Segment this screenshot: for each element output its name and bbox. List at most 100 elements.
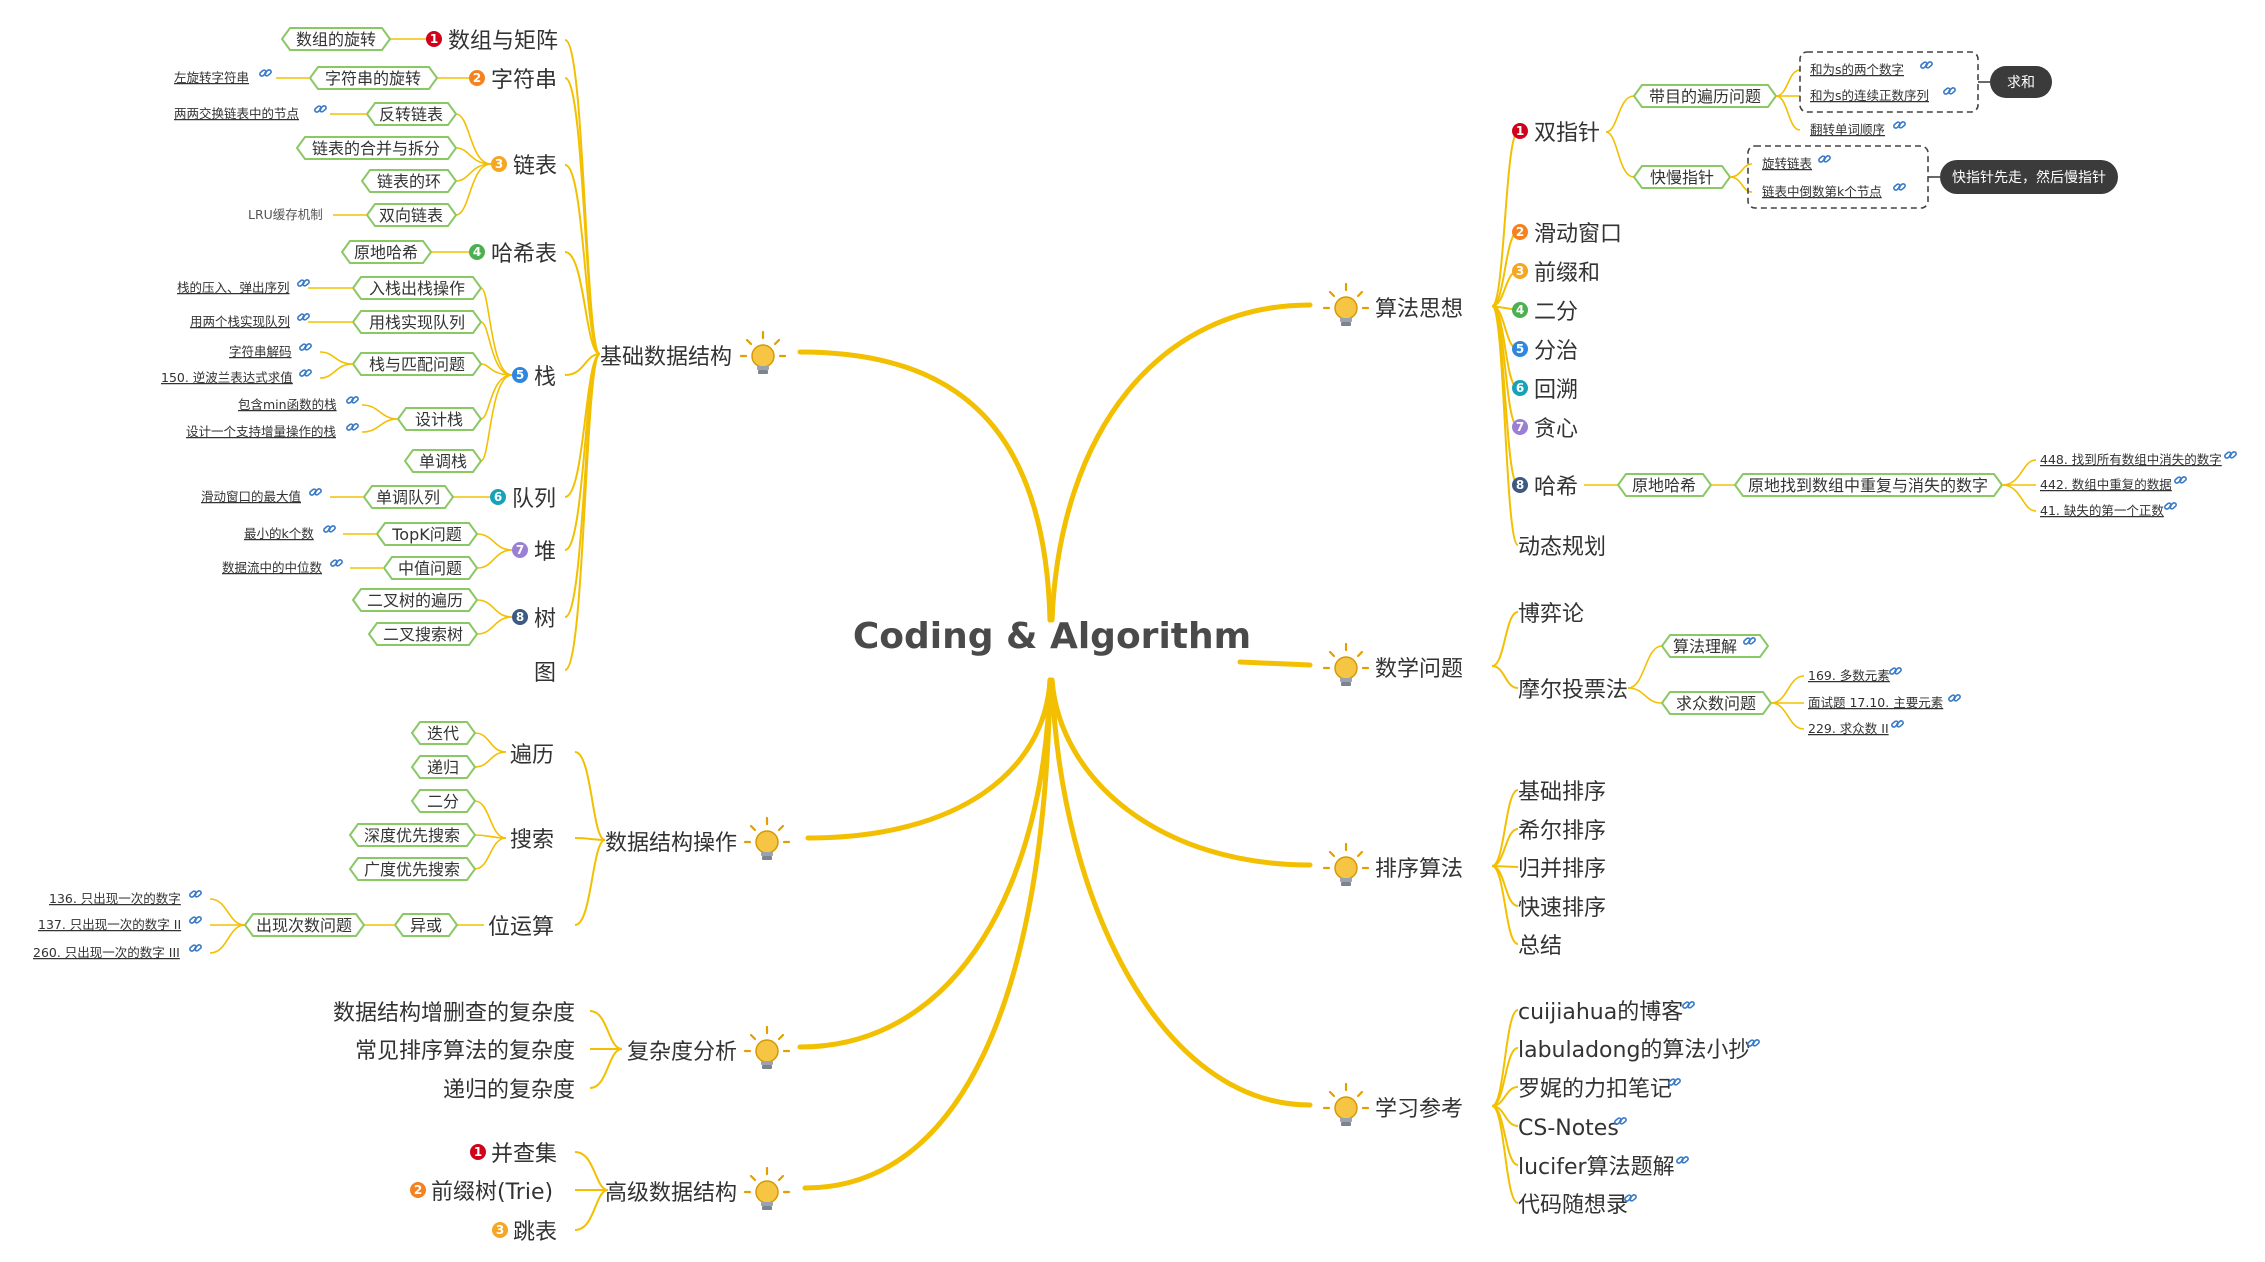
- leaf-link[interactable]: 数据流中的中位数: [222, 560, 323, 575]
- leaf-link[interactable]: 442. 数组中重复的数据: [2040, 477, 2172, 492]
- complexity-recursion[interactable]: 递归的复杂度: [443, 1078, 575, 1103]
- box-median[interactable]: 中值问题: [382, 556, 479, 580]
- ref-leetcode-notes[interactable]: 罗娓的力扣笔记: [1518, 1077, 1672, 1102]
- box-xor[interactable]: 异或: [393, 913, 459, 937]
- ref-code-thoughts[interactable]: 代码随想录: [1518, 1193, 1628, 1218]
- box-inplace-hash[interactable]: 原地哈希: [340, 240, 433, 264]
- box-find-dup-missing[interactable]: 原地找到数组中重复与消失的数字: [1733, 473, 2004, 497]
- leaf-link[interactable]: 翻转单词顺序: [1810, 122, 1885, 137]
- group-graph[interactable]: 图: [534, 661, 556, 686]
- box-push-pop[interactable]: 入栈出栈操作: [351, 276, 483, 300]
- box-mono-stack[interactable]: 单调栈: [403, 449, 483, 473]
- leaf-link[interactable]: 最小的k个数: [244, 526, 314, 541]
- group-search[interactable]: 搜索: [510, 828, 554, 853]
- two-pointer[interactable]: 双指针: [1534, 121, 1600, 146]
- box-doubly-list[interactable]: 双向链表: [365, 203, 458, 227]
- leaf-link[interactable]: 栈的压入、弹出序列: [177, 280, 290, 295]
- box-count-problem[interactable]: 出现次数问题: [243, 913, 366, 937]
- leaf-link[interactable]: 169. 多数元素: [1808, 668, 1890, 683]
- leaf-link[interactable]: 137. 只出现一次的数字 II: [38, 917, 181, 932]
- dynamic-programming[interactable]: 动态规划: [1518, 535, 1606, 560]
- box-binary[interactable]: 二分: [410, 789, 477, 813]
- leaf-link[interactable]: 包含min函数的栈: [238, 397, 337, 412]
- branch-ref[interactable]: 学习参考 cuijiahua的博客 labuladong的算法小抄 罗娓的力扣笔…: [1322, 1000, 1761, 1218]
- leaf-link[interactable]: 229. 求众数 II: [1808, 721, 1889, 736]
- box-reverse-list[interactable]: 反转链表: [365, 102, 458, 126]
- box-inplace-hash-r[interactable]: 原地哈希: [1616, 473, 1713, 497]
- group-tree[interactable]: 8 树: [512, 607, 556, 632]
- adv-trie[interactable]: 前缀树(Trie): [431, 1180, 553, 1205]
- leaf-link[interactable]: 两两交换链表中的节点: [174, 106, 299, 121]
- moore-voting[interactable]: 摩尔投票法: [1518, 678, 1628, 703]
- sort-quick[interactable]: 快速排序: [1518, 896, 1606, 921]
- box-design-stack[interactable]: 设计栈: [396, 407, 483, 431]
- box-array-rotate[interactable]: 数组的旋转: [280, 27, 392, 51]
- box-recursion[interactable]: 递归: [410, 755, 477, 779]
- complexity-ds[interactable]: 数据结构增删查的复杂度: [333, 1001, 575, 1026]
- sort-basic[interactable]: 基础排序: [1518, 780, 1606, 805]
- leaf-link[interactable]: 260. 只出现一次的数字 III: [33, 945, 180, 960]
- box-list-cycle[interactable]: 链表的环: [360, 169, 458, 193]
- box-merge-list[interactable]: 链表的合并与拆分: [295, 136, 458, 160]
- game-theory[interactable]: 博弈论: [1518, 602, 1584, 627]
- leaf-link[interactable]: 面试题 17.10. 主要元素: [1808, 695, 1943, 710]
- leaf-link[interactable]: 字符串解码: [229, 344, 292, 359]
- box-fast-slow[interactable]: 快慢指针: [1632, 165, 1732, 189]
- box-stack-match[interactable]: 栈与匹配问题: [351, 352, 483, 376]
- group-array[interactable]: 1 数组与矩阵: [426, 29, 558, 54]
- leaf-link[interactable]: 448. 找到所有数组中消失的数字: [2040, 452, 2222, 467]
- ref-cs-notes[interactable]: CS-Notes: [1518, 1116, 1619, 1141]
- box-bst[interactable]: 二叉搜索树: [367, 622, 479, 646]
- branch-math[interactable]: 数学问题 博弈论 摩尔投票法 算法理解 求众数问题 169. 多数元素 面试题 …: [1322, 602, 1962, 736]
- branch-algo[interactable]: 算法思想 1 双指针 带目的遍历问题 和为s的两个数字 和为s的连续正数序列 翻…: [1322, 51, 2238, 560]
- box-majority[interactable]: 求众数问题: [1660, 691, 1773, 715]
- group-traverse[interactable]: 遍历: [510, 743, 554, 768]
- leaf-link[interactable]: 150. 逆波兰表达式求值: [161, 370, 293, 385]
- ref-labuladong[interactable]: labuladong的算法小抄: [1518, 1038, 1750, 1063]
- leaf-link[interactable]: 左旋转字符串: [174, 70, 249, 85]
- divide-conquer[interactable]: 分治: [1534, 339, 1578, 364]
- binary-search[interactable]: 二分: [1534, 300, 1578, 325]
- box-bt-traverse[interactable]: 二叉树的遍历: [351, 588, 479, 612]
- branch-complexity[interactable]: 复杂度分析 数据结构增删查的复杂度 常见排序算法的复杂度 递归的复杂度: [333, 1001, 791, 1103]
- branch-basic[interactable]: 基础数据结构: [564, 39, 787, 671]
- branch-advanced[interactable]: 高级数据结构 1 并查集 2 前缀树(Trie) 3 跳表: [410, 1142, 791, 1245]
- branch-ops[interactable]: 数据结构操作 遍历 搜索 位运算 迭代 递归 二分 深度优先搜索 广度优先搜索 …: [33, 721, 791, 960]
- box-iterate[interactable]: 迭代: [410, 721, 477, 745]
- box-target-traverse[interactable]: 带目的遍历问题: [1632, 84, 1778, 108]
- adv-skiplist[interactable]: 跳表: [513, 1220, 557, 1245]
- leaf-link[interactable]: 41. 缺失的第一个正数: [2040, 503, 2164, 518]
- leaf-link[interactable]: 和为s的两个数字: [1810, 62, 1904, 77]
- leaf-link[interactable]: 和为s的连续正数序列: [1810, 88, 1929, 103]
- group-stack[interactable]: 5 栈: [512, 365, 556, 390]
- leaf-link[interactable]: 旋转链表: [1762, 156, 1813, 171]
- branch-sort[interactable]: 排序算法 基础排序 希尔排序 归并排序 快速排序 总结: [1322, 780, 1606, 959]
- leaf-link[interactable]: 设计一个支持增量操作的栈: [186, 424, 336, 439]
- leaf-link[interactable]: 136. 只出现一次的数字: [49, 891, 181, 906]
- sort-summary[interactable]: 总结: [1518, 934, 1562, 959]
- group-bit[interactable]: 位运算: [488, 915, 554, 940]
- leaf-link[interactable]: 滑动窗口的最大值: [201, 489, 301, 504]
- greedy[interactable]: 贪心: [1534, 417, 1578, 442]
- group-string[interactable]: 2 字符串: [469, 68, 557, 93]
- hash[interactable]: 哈希: [1534, 475, 1578, 500]
- group-queue[interactable]: 6 队列: [490, 487, 556, 512]
- adv-union-find[interactable]: 并查集: [491, 1142, 557, 1167]
- sort-shell[interactable]: 希尔排序: [1518, 819, 1606, 844]
- box-stack-queue[interactable]: 用栈实现队列: [351, 310, 483, 334]
- ref-lucifer[interactable]: lucifer算法题解: [1518, 1155, 1675, 1180]
- backtracking[interactable]: 回溯: [1534, 378, 1578, 403]
- box-mono-queue[interactable]: 单调队列: [362, 485, 455, 509]
- box-dfs[interactable]: 深度优先搜索: [348, 823, 477, 847]
- box-topk[interactable]: TopK问题: [375, 522, 479, 546]
- box-bfs[interactable]: 广度优先搜索: [348, 857, 477, 881]
- leaf-link[interactable]: 链表中倒数第k个节点: [1762, 184, 1882, 199]
- sort-merge[interactable]: 归并排序: [1518, 857, 1606, 882]
- group-hashtable[interactable]: 4 哈希表: [469, 242, 557, 267]
- leaf-link[interactable]: 用两个栈实现队列: [190, 314, 290, 329]
- group-heap[interactable]: 7 堆: [512, 540, 556, 565]
- prefix-sum[interactable]: 前缀和: [1534, 261, 1600, 286]
- group-linkedlist[interactable]: 3 链表: [491, 154, 557, 179]
- box-string-rotate[interactable]: 字符串的旋转: [308, 66, 439, 90]
- sliding-window[interactable]: 滑动窗口: [1534, 222, 1622, 247]
